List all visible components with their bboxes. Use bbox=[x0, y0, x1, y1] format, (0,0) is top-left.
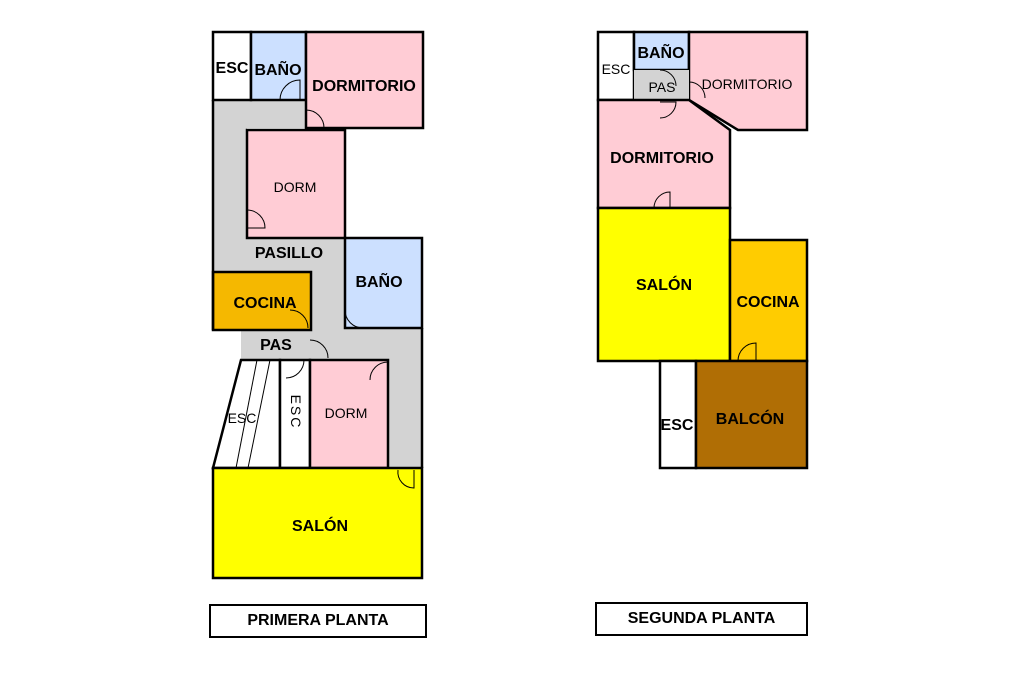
bano-top-room bbox=[249, 30, 308, 102]
dorm-lower-room bbox=[308, 358, 390, 470]
label-bano-2: BAÑO bbox=[637, 42, 684, 62]
label-bano-mid-1: BAÑO bbox=[355, 271, 402, 291]
label-esc-vertical-1: ESC bbox=[288, 395, 304, 430]
label-pasillo-1: PASILLO bbox=[255, 245, 323, 262]
label-bano-top-1: BAÑO bbox=[254, 59, 301, 79]
primera-planta: ESC BAÑO DORMITORIO DORM PASILLO BAÑO CO… bbox=[211, 30, 425, 580]
label-esc-bottom-2: ESC bbox=[661, 417, 694, 434]
pas-room-2 bbox=[634, 70, 689, 100]
label-cocina-1: COCINA bbox=[233, 295, 297, 312]
label-salon-1: SALÓN bbox=[292, 516, 348, 535]
label-dormitorio-1: DORMITORIO bbox=[312, 78, 416, 95]
label-esc-left-1: ESC bbox=[228, 410, 257, 426]
label-dorm-lower-1: DORM bbox=[325, 405, 368, 421]
cocina-room-1 bbox=[211, 270, 313, 332]
dorm-upper-room bbox=[245, 128, 347, 240]
caption-segunda-planta-text: SEGUNDA PLANTA bbox=[627, 610, 776, 627]
salon-room-1 bbox=[211, 466, 424, 580]
label-dormitorio-2: DORMITORIO bbox=[610, 150, 714, 167]
label-pas-2: PAS bbox=[649, 79, 676, 95]
caption-primera-planta-text: PRIMERA PLANTA bbox=[247, 612, 389, 629]
balcon-room-2 bbox=[694, 359, 809, 470]
label-pas-1: PAS bbox=[260, 337, 292, 354]
esc-top-room-2 bbox=[596, 30, 636, 102]
caption-segunda-planta: SEGUNDA PLANTA bbox=[595, 602, 808, 636]
segunda-planta: ESC BAÑO PAS DORMITORIO DORMITORIO SALÓN… bbox=[596, 30, 809, 470]
label-salon-2: SALÓN bbox=[636, 275, 692, 294]
label-balcon-2: BALCÓN bbox=[716, 409, 784, 428]
label-esc-top-1: ESC bbox=[216, 60, 249, 77]
bano-mid-room bbox=[343, 236, 424, 330]
caption-primera-planta: PRIMERA PLANTA bbox=[209, 604, 427, 638]
label-dorm-upper-1: DORM bbox=[274, 179, 317, 195]
pasillo-area bbox=[213, 100, 422, 470]
salon-room-2 bbox=[596, 206, 732, 363]
esc-bottom-room-2 bbox=[658, 359, 698, 470]
esc-top-room bbox=[211, 30, 253, 102]
dormitorio-room-2 bbox=[596, 98, 732, 210]
label-dormitorio-small-2: DORMITORIO bbox=[702, 76, 793, 92]
label-esc-top-2: ESC bbox=[602, 61, 631, 77]
label-cocina-2: COCINA bbox=[736, 294, 800, 311]
dormitorio-top-room bbox=[304, 30, 425, 130]
